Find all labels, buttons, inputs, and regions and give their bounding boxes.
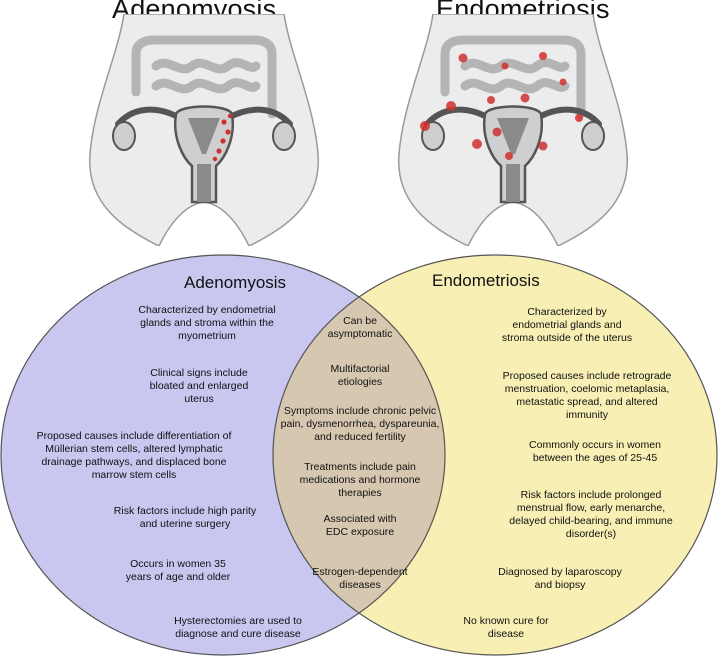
shared-item-symptoms: Symptoms include chronic pelvic pain, dy… [280,405,440,443]
shared-item-treatments: Treatments include pain medications and … [299,461,421,499]
endometriosis-item-definition: Characterized by endometrial glands and … [501,306,633,344]
shared-item-edc-exposure: Associated with EDC exposure [323,513,397,538]
intestines [131,35,277,119]
endometriosis-item-risk-factors: Risk factors include prolonged menstrual… [509,489,673,540]
venn-title-endometriosis: Endometriosis [432,271,540,290]
adenomyosis-item-risk-factors: Risk factors include high parity and ute… [113,505,257,530]
endometriosis-item-age: Commonly occurs in women between the age… [529,439,661,464]
overlap-region [273,255,445,655]
endometriosis-anatomy-illustration [398,14,628,246]
uterus [112,105,296,204]
venn-title-adenomyosis: Adenomyosis [184,273,287,292]
endometriosis-circle-outline [272,254,718,656]
endometriosis-item-causes: Proposed causes include retrograde menst… [502,370,672,421]
adenomyosis-circle-outline [0,254,446,656]
venn-diagram [0,254,718,656]
endometriosis-item-diagnosis: Diagnosed by laparoscopy and biopsy [498,566,622,591]
intestines [440,35,586,119]
adenomyosis-item-causes: Proposed causes include differentiation … [36,430,232,481]
shared-item-etiologies: Multifactorial etiologies [330,363,390,388]
adenomyosis-item-clinical-signs: Clinical signs include bloated and enlar… [149,367,249,405]
shared-item-estrogen-dependent: Estrogen-dependent diseases [312,566,408,591]
adenomyosis-item-treatment: Hysterectomies are used to diagnose and … [174,615,302,640]
adenomyosis-item-age: Occurs in women 35 years of age and olde… [125,558,231,583]
adenomyosis-anatomy-illustration [89,14,319,246]
endometriosis-item-no-cure: No known cure for disease [463,615,549,640]
shared-item-asymptomatic: Can be asymptomatic [327,315,393,340]
endometriosis-lesions [420,52,583,160]
adenomyosis-lesions [212,113,233,162]
adenomyosis-item-definition: Characterized by endometrial glands and … [138,304,276,342]
